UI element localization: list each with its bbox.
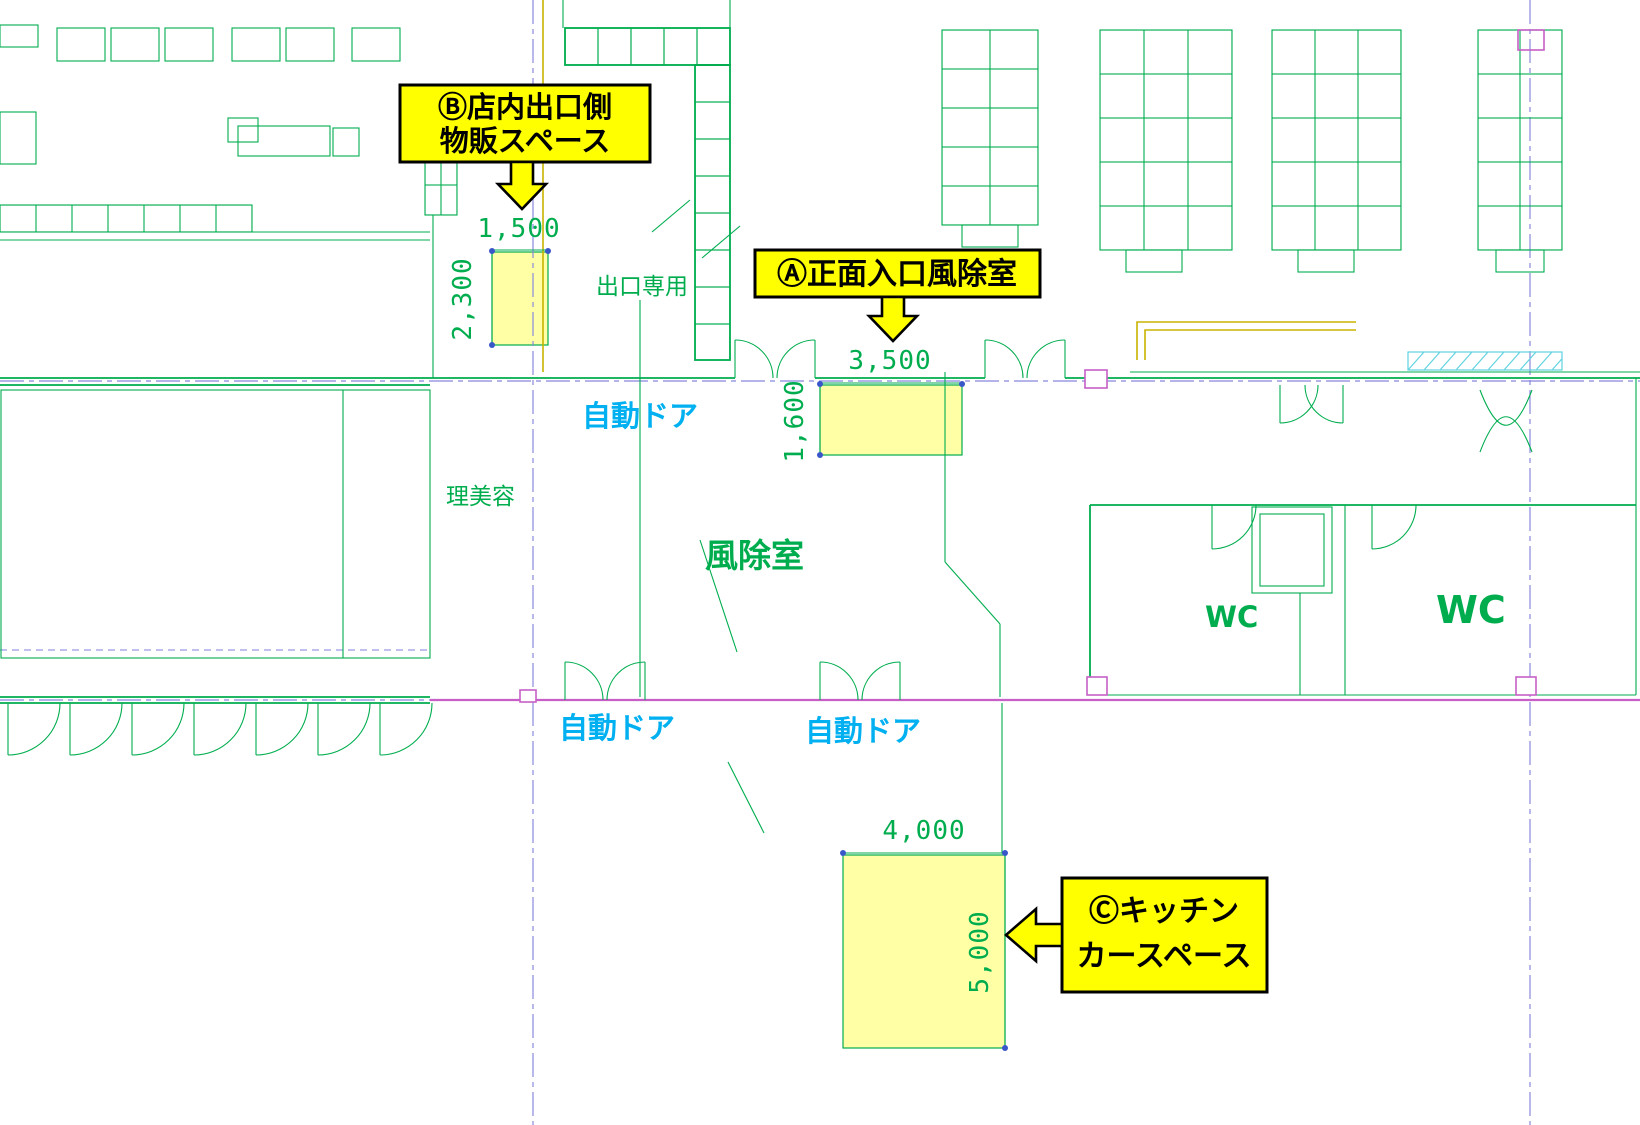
- right-tables: [941, 29, 1563, 273]
- label-auto-door-top: 自動ドア: [582, 399, 698, 433]
- walls: [0, 371, 1640, 704]
- highlight-c-area: [842, 854, 1006, 1049]
- room-labels: 出口専用 自動ドア 自動ドア 自動ドア 理美容 風除室 WC WC: [446, 274, 1506, 748]
- label-wc-large: WC: [1436, 588, 1506, 632]
- label-barber-beauty: 理美容: [446, 484, 515, 510]
- highlight-areas: [491, 251, 1006, 1049]
- callout-c-box: [1060, 876, 1269, 994]
- callout-a: Ⓐ正面入口風除室: [753, 248, 1042, 343]
- left-room: [0, 389, 431, 659]
- highlight-a-area: [819, 384, 963, 456]
- label-auto-door-bottom-left: 自動ドア: [559, 711, 675, 745]
- callout-b: Ⓑ店内出口側 物販スペース: [398, 83, 652, 211]
- dim-c-depth: 5,000: [965, 910, 995, 993]
- highlight-b-area: [491, 251, 549, 346]
- callout-c-line2: カースペース: [1077, 939, 1252, 974]
- left-furniture: [0, 24, 458, 378]
- callout-b-line2: 物販スペース: [440, 124, 611, 158]
- magenta-fixture-top-right: [1517, 29, 1545, 51]
- dim-a-width: 3,500: [848, 346, 931, 376]
- windbreak-linework: [639, 199, 1003, 853]
- down-arrow-icon: [865, 295, 921, 343]
- label-exit-only: 出口専用: [596, 274, 688, 300]
- hatched-wall: [562, 0, 731, 361]
- cyan-hatch-strip: [1407, 351, 1563, 371]
- label-windbreak-room: 風除室: [705, 536, 804, 575]
- callout-a-text: Ⓐ正面入口風除室: [777, 257, 1017, 292]
- dimension-lines: [489, 248, 1008, 1051]
- dim-b-depth: 2,300: [448, 257, 478, 340]
- label-wc-small: WC: [1205, 600, 1258, 634]
- wc-area: [1089, 504, 1636, 695]
- label-auto-door-bottom-right: 自動ドア: [805, 714, 921, 748]
- left-arrow-icon: [1004, 906, 1064, 964]
- callout-b-line1: Ⓑ店内出口側: [438, 90, 612, 124]
- callout-c: Ⓒキッチン カースペース: [1004, 876, 1269, 994]
- dim-c-width: 4,000: [882, 816, 965, 846]
- down-arrow-icon: [494, 160, 550, 211]
- dim-a-depth: 1,600: [780, 379, 810, 462]
- callout-c-line1: Ⓒキッチン: [1089, 894, 1239, 929]
- magenta-columns: [519, 369, 1537, 703]
- callout-a-box: [753, 248, 1042, 299]
- dimension-texts: 1,500 2,300 3,500 1,600 4,000 5,000: [448, 214, 995, 994]
- dim-b-width: 1,500: [477, 214, 560, 244]
- door-swings: [7, 339, 1533, 756]
